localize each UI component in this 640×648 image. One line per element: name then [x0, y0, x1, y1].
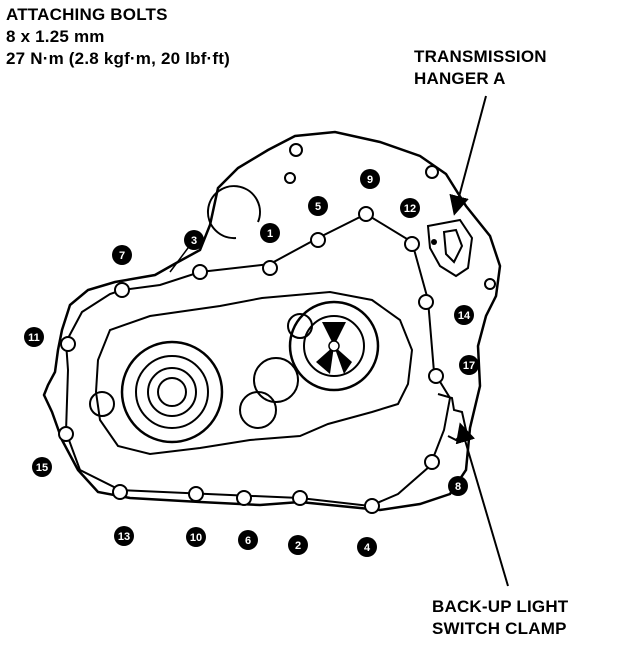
hanger-leader-line: [449, 95, 487, 216]
bolt-callout-2: 2: [288, 535, 308, 555]
transmission-hanger-label: TRANSMISSION HANGER A: [414, 46, 547, 90]
main-shaft-bearing: [120, 340, 224, 444]
transmission-hanger-a: [426, 218, 474, 278]
hanger-line-1: TRANSMISSION: [414, 47, 547, 66]
svg-text:1: 1: [267, 228, 273, 240]
bolt-callouts: 1 2 3 4 5 6 7 8 9 10 11 12 13 14 15 16 1…: [24, 169, 479, 557]
bolt-callout-15: 15: [32, 457, 52, 477]
hanger-line-2: HANGER A: [414, 69, 506, 88]
svg-text:6: 6: [245, 535, 251, 547]
switch-leader-line: [455, 422, 509, 587]
switch-line-2: SWITCH CLAMP: [432, 619, 567, 638]
switch-line-1: BACK-UP LIGHT: [432, 597, 569, 616]
bolt-callout-5: 5: [308, 196, 328, 216]
bolt-callout-3: 3: [184, 230, 204, 250]
mounting-holes: [284, 143, 496, 290]
flange-gasket-line: [64, 212, 452, 508]
svg-text:12: 12: [404, 203, 416, 215]
svg-text:15: 15: [36, 462, 48, 474]
attaching-bolts-spec: ATTACHING BOLTS 8 x 1.25 mm 27 N·m (2.8 …: [6, 4, 230, 70]
bolt-holes: [58, 206, 444, 514]
differential-spoke-wheel: [288, 300, 380, 392]
inner-cover-plate: [94, 290, 414, 456]
bolt-callout-4: 4: [357, 537, 377, 557]
bolt-callout-6: 6: [238, 530, 258, 550]
svg-text:8: 8: [455, 481, 461, 493]
bolt-callout-7: 7: [112, 245, 132, 265]
bolt-callout-17: 17: [459, 355, 479, 375]
svg-text:3: 3: [191, 235, 197, 247]
svg-text:17: 17: [463, 360, 475, 372]
svg-text:5: 5: [315, 201, 321, 213]
bolt-callout-11: 11: [24, 327, 44, 347]
svg-text:11: 11: [28, 332, 40, 344]
bolt-callout-14: 14: [454, 305, 474, 325]
outer-housing-outline: [42, 130, 502, 512]
svg-text:10: 10: [190, 532, 202, 544]
bolt-callout-12: 12: [400, 198, 420, 218]
backup-light-switch-clamp-label: BACK-UP LIGHT SWITCH CLAMP: [432, 596, 568, 640]
bolt-callout-10: 10: [186, 527, 206, 547]
boss-center-large: [239, 391, 277, 429]
bolt-callout-1: 1: [260, 223, 280, 243]
svg-text:2: 2: [295, 540, 301, 552]
spec-title: ATTACHING BOLTS: [6, 5, 168, 24]
svg-text:9: 9: [367, 174, 373, 186]
spec-size: 8 x 1.25 mm: [6, 27, 105, 46]
svg-text:7: 7: [119, 250, 125, 262]
boss-center-upper: [253, 357, 299, 403]
svg-text:14: 14: [458, 310, 471, 322]
svg-text:4: 4: [364, 542, 371, 554]
boss-left: [89, 391, 115, 417]
svg-text:13: 13: [118, 531, 130, 543]
bolt-callout-9: 9: [360, 169, 380, 189]
bolt-callout-13: 13: [114, 526, 134, 546]
bolt-callout-8: 8: [448, 476, 468, 496]
breather-opening: [206, 185, 261, 240]
spec-torque: 27 N·m (2.8 kgf·m, 20 lbf·ft): [6, 49, 230, 68]
boss-upper-right: [287, 313, 313, 339]
